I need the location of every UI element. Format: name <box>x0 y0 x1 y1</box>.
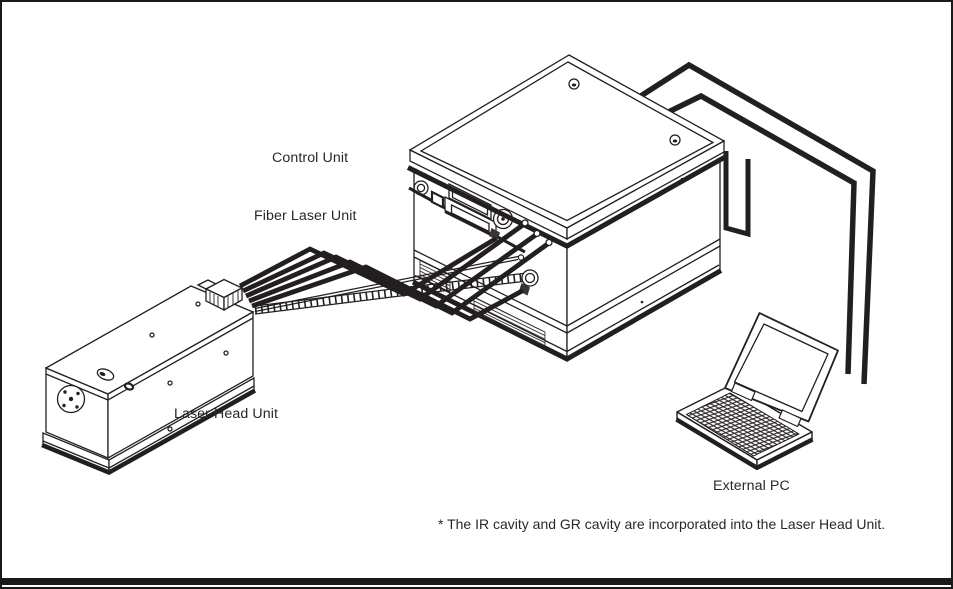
base-plate-bottom-edge <box>41 388 257 475</box>
power-knob <box>413 180 429 196</box>
laptop-hinge <box>778 409 802 428</box>
lid-shadow-edge <box>406 154 728 249</box>
lid-rim-right <box>566 139 725 241</box>
pc-interface-cables <box>634 61 876 385</box>
top-screw <box>568 78 580 90</box>
label-laser-head-unit: Laser Head Unit <box>174 406 279 422</box>
footnote: * The IR cavity and GR cavity are incorp… <box>438 516 886 532</box>
laptop-hinge <box>730 382 756 402</box>
panel-button <box>430 190 445 210</box>
laptop-screen <box>733 323 829 413</box>
umbilical-cable <box>251 264 525 322</box>
pc-cable-inner <box>650 92 857 375</box>
label-fiber-laser-unit: Fiber Laser Unit <box>254 208 357 224</box>
fiber-cable-bundle <box>238 219 553 322</box>
label-control-unit: Control Unit <box>272 150 349 166</box>
laptop-bottom-edge <box>675 417 814 471</box>
fiber-ribbon <box>254 272 524 315</box>
laser-head-side-face <box>107 310 254 460</box>
head-connector-block <box>196 278 244 312</box>
top-screw <box>669 134 681 146</box>
label-external-pc: External PC <box>713 478 790 494</box>
bottom-border-rule <box>2 578 951 585</box>
beam-aperture <box>96 368 135 391</box>
pc-cable-slack-loop <box>723 151 751 238</box>
front-mount-plate <box>56 384 86 414</box>
control-unit-bottom-edge <box>411 268 723 362</box>
external-pc-illustration <box>675 312 839 471</box>
pc-cable-outer <box>634 61 876 385</box>
laser-head-illustration <box>41 278 257 475</box>
